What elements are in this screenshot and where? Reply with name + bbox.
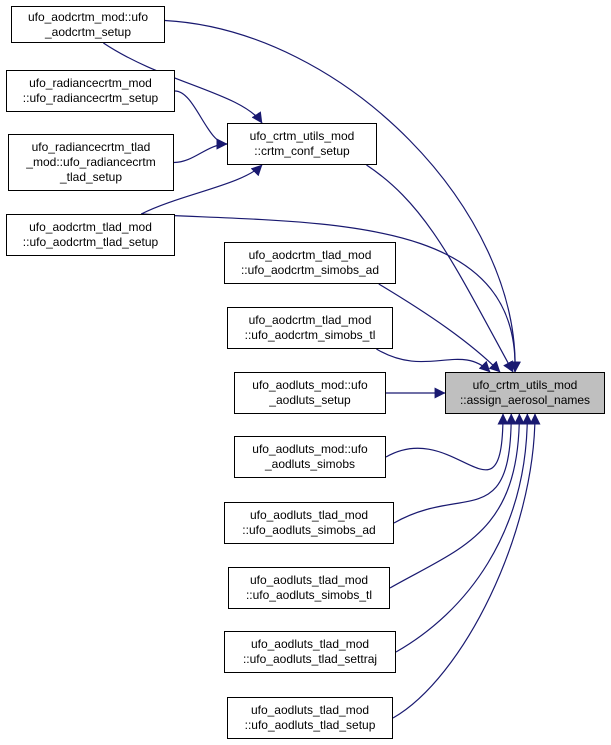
edge-ufo_aodcrtm_simobs_ad-to-assign_aerosol_names [378, 283, 501, 373]
node-label-line: _aodluts_setup [269, 393, 351, 407]
node-ufo-aodluts-setup[interactable]: ufo_aodluts_mod::ufo _aodluts_setup [234, 372, 386, 414]
node-ufo-aodluts-tlad-settraj[interactable]: ufo_aodluts_tlad_mod ::ufo_aodluts_tlad_… [224, 631, 396, 673]
node-label-line: ::ufo_radiancecrtm_setup [22, 91, 159, 105]
node-ufo-aodluts-simobs-ad[interactable]: ufo_aodluts_tlad_mod ::ufo_aodluts_simob… [224, 502, 394, 544]
edge-ufo_aodluts_simobs_ad-to-assign_aerosol_names [393, 413, 517, 524]
node-ufo-aodluts-simobs[interactable]: ufo_aodluts_mod::ufo _aodluts_simobs [234, 436, 386, 478]
edge-ufo_radiancecrtm_setup-to-crtm_conf_setup [174, 90, 228, 150]
node-label-line: ::ufo_aodcrtm_simobs_tl [244, 328, 376, 342]
node-label-line: ufo_aodcrtm_tlad_mod [248, 248, 372, 262]
node-ufo-aodluts-simobs-tl[interactable]: ufo_aodluts_tlad_mod ::ufo_aodluts_simob… [228, 567, 390, 609]
edge-ufo_aodcrtm_tlad_setup-to-assign_aerosol_names [141, 213, 521, 373]
node-label-line: ufo_radiancecrtm_tlad [31, 140, 151, 154]
node-label-line: ::ufo_aodluts_tlad_settraj [242, 652, 378, 666]
node-label-line: ufo_aodluts_tlad_mod [249, 508, 369, 522]
node-label-line: ufo_aodluts_tlad_mod [250, 703, 370, 717]
node-label-line: ::ufo_aodcrtm_tlad_setup [22, 235, 159, 249]
node-label-line: ::ufo_aodluts_tlad_setup [244, 718, 376, 732]
edge-ufo_aodluts_simobs_tl-to-assign_aerosol_names [389, 413, 525, 589]
node-label-line: ufo_aodluts_mod::ufo [252, 378, 368, 392]
node-ufo-radiancecrtm-tlad-setup[interactable]: ufo_radiancecrtm_tlad _mod::ufo_radiance… [8, 134, 174, 191]
node-label-line: ::crtm_conf_setup [254, 144, 350, 158]
edge-ufo_aodluts_tlad_settraj-to-assign_aerosol_names [395, 413, 533, 653]
node-ufo-aodluts-tlad-setup[interactable]: ufo_aodluts_tlad_mod ::ufo_aodluts_tlad_… [227, 697, 393, 739]
node-label-line: _tlad_setup [59, 170, 123, 184]
edge-ufo_aodluts_tlad_setup-to-assign_aerosol_names [392, 413, 541, 719]
node-assign-aerosol-names: ufo_crtm_utils_mod ::assign_aerosol_name… [445, 372, 605, 414]
edge-crtm_conf_setup-to-assign_aerosol_names [366, 164, 514, 373]
node-label-line: _mod::ufo_radiancecrtm [26, 155, 156, 169]
node-ufo-aodcrtm-simobs-tl[interactable]: ufo_aodcrtm_tlad_mod ::ufo_aodcrtm_simob… [227, 307, 393, 349]
edge-ufo_radiancecrtm_tlad_setup-to-crtm_conf_setup [173, 138, 228, 164]
node-label-line: ::ufo_aodluts_simobs_ad [242, 523, 376, 537]
node-label-line: ::ufo_aodluts_simobs_tl [245, 588, 373, 602]
node-label-line: ufo_aodluts_mod::ufo [252, 442, 368, 456]
node-label-line: ufo_radiancecrtm_mod [29, 76, 152, 90]
node-label-line: ::ufo_aodcrtm_simobs_ad [240, 263, 380, 277]
node-label-line: ufo_aodcrtm_mod::ufo [27, 9, 149, 24]
edge-ufo_aodluts_simobs-to-assign_aerosol_names [385, 413, 509, 471]
node-ufo-radiancecrtm-setup[interactable]: ufo_radiancecrtm_mod ::ufo_radiancecrtm_… [6, 70, 175, 112]
node-ufo-aodcrtm-setup[interactable]: ufo_aodcrtm_mod::ufo _aodcrtm_setup [11, 6, 165, 43]
edge-ufo_aodcrtm_setup-to-crtm_conf_setup [103, 42, 263, 124]
node-label-line: ::assign_aerosol_names [459, 393, 591, 407]
node-ufo-aodcrtm-simobs-ad[interactable]: ufo_aodcrtm_tlad_mod ::ufo_aodcrtm_simob… [224, 242, 396, 284]
node-label-line: ufo_crtm_utils_mod [249, 129, 355, 143]
edge-ufo_aodcrtm_setup-to-assign_aerosol_names [164, 19, 521, 373]
node-label-line: ufo_aodcrtm_tlad_mod [248, 313, 372, 327]
node-crtm-conf-setup[interactable]: ufo_crtm_utils_mod ::crtm_conf_setup [227, 123, 377, 165]
node-label-line: _aodcrtm_setup [44, 24, 132, 39]
edge-ufo_aodcrtm_tlad_setup-to-crtm_conf_setup [140, 164, 263, 215]
edge-ufo_aodcrtm_simobs_tl-to-assign_aerosol_names [376, 348, 491, 373]
node-label-line: ufo_crtm_utils_mod [472, 378, 578, 392]
node-ufo-aodcrtm-tlad-setup[interactable]: ufo_aodcrtm_tlad_mod ::ufo_aodcrtm_tlad_… [6, 214, 175, 256]
node-label-line: ufo_aodcrtm_tlad_mod [29, 220, 152, 234]
node-label-line: _aodluts_simobs [264, 457, 356, 471]
node-label-line: ufo_aodluts_tlad_mod [249, 573, 369, 587]
node-label-line: ufo_aodluts_tlad_mod [250, 637, 370, 651]
